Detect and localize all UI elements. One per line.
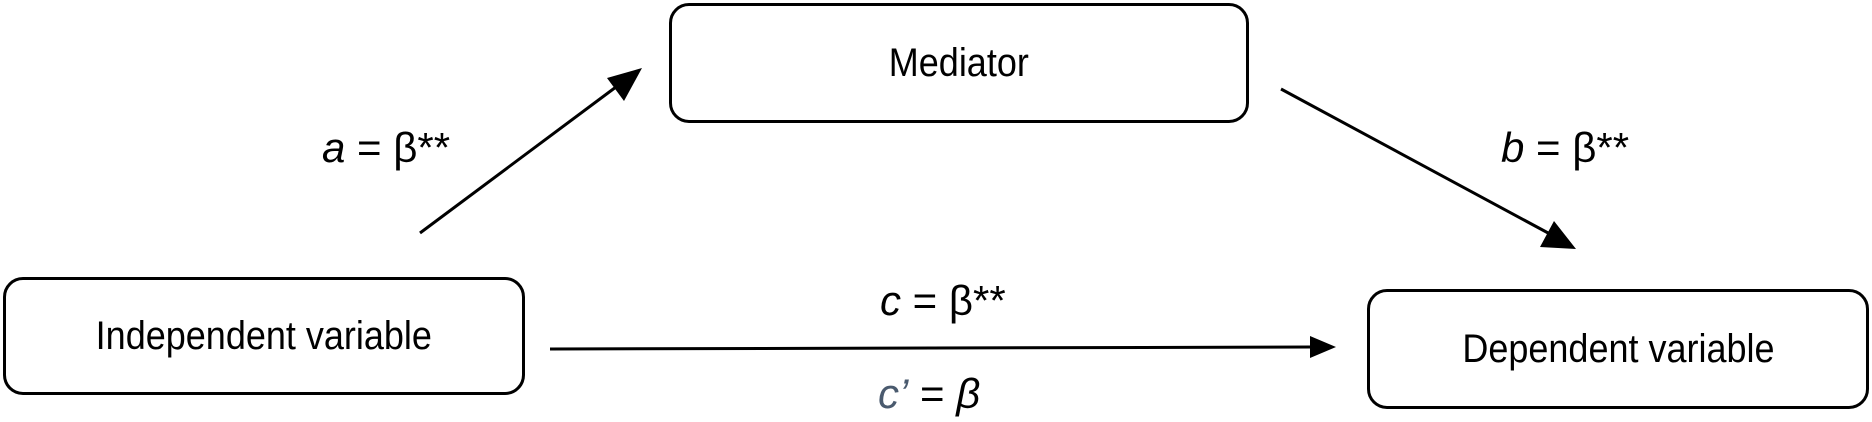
- mediator-box: Mediator: [669, 3, 1249, 123]
- path-c-label: c = β**: [880, 280, 1006, 322]
- path-c-prime-label: c’ = β: [878, 373, 980, 415]
- arrow-b: [1280, 87, 1576, 249]
- mediator-label: Mediator: [888, 40, 1030, 85]
- dependent-variable-label: Dependent variable: [1461, 326, 1775, 371]
- path-c-prime-coefficient: β: [956, 370, 981, 417]
- path-a-symbol: a: [322, 124, 346, 171]
- path-c-prime-symbol: c’: [878, 370, 909, 417]
- path-c-equals: =: [901, 277, 949, 324]
- path-a-label: a = β**: [322, 127, 450, 169]
- path-c-coefficient: β**: [948, 277, 1006, 324]
- arrow-c: [549, 336, 1336, 358]
- path-b-symbol: b: [1501, 124, 1525, 171]
- arrow-a: [419, 68, 642, 235]
- path-a-equals: =: [345, 124, 394, 171]
- path-c-prime-equals: =: [908, 370, 957, 417]
- path-b-equals: =: [1524, 124, 1573, 171]
- path-c-symbol: c: [880, 277, 901, 324]
- path-b-coefficient: β**: [1572, 124, 1630, 171]
- independent-variable-box: Independent variable: [3, 277, 525, 395]
- path-b-label: b = β**: [1501, 127, 1629, 169]
- path-a-coefficient: β**: [393, 124, 451, 171]
- arrowhead-b: [1540, 221, 1576, 249]
- dependent-variable-box: Dependent variable: [1367, 289, 1869, 409]
- independent-variable-label: Independent variable: [95, 313, 433, 358]
- arrowhead-a: [607, 68, 642, 101]
- arrowhead-c: [1310, 336, 1336, 358]
